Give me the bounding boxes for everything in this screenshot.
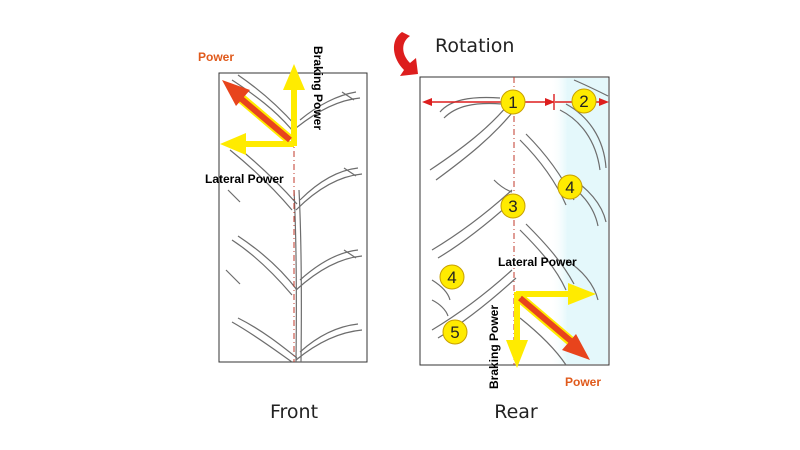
- marker-5: 5: [442, 319, 468, 345]
- rear-width-arrowhead-left: [422, 98, 432, 106]
- rear-power-arrowhead: [562, 334, 590, 360]
- marker-1-text: 1: [508, 93, 517, 112]
- front-force-arrows: [220, 64, 305, 155]
- front-tire-panel: Power Braking Power Lateral Power Front: [198, 46, 368, 423]
- rear-force-arrows: [506, 283, 596, 368]
- rear-shoulder-highlight: [550, 78, 608, 364]
- rear-markers: 1 2 3 4 4 5: [439, 88, 597, 345]
- rear-width-arrowhead-right: [599, 98, 609, 106]
- front-caption: Front: [270, 401, 318, 423]
- rear-tire-panel: 1 2 3 4 4 5: [419, 76, 610, 423]
- marker-1: 1: [500, 89, 526, 115]
- rear-width-arrowhead-mid: [545, 98, 555, 106]
- front-power-label: Power: [198, 50, 234, 64]
- marker-4-left-text: 4: [447, 268, 456, 287]
- marker-3-text: 3: [508, 197, 517, 216]
- front-power-arrowhead: [222, 80, 250, 106]
- rotation-arrow-icon: [393, 32, 418, 76]
- rear-power-label: Power: [565, 375, 601, 389]
- front-braking-label: Braking Power: [311, 46, 325, 130]
- front-lateral-arrowhead: [220, 133, 246, 155]
- rear-caption: Rear: [494, 401, 538, 423]
- rotation-indicator: Rotation: [393, 32, 514, 76]
- front-lateral-label: Lateral Power: [205, 172, 284, 186]
- rear-lateral-arrowhead: [568, 283, 596, 305]
- rotation-label: Rotation: [435, 35, 514, 57]
- rear-lateral-label: Lateral Power: [498, 255, 577, 269]
- front-tread-pattern: [225, 73, 363, 362]
- front-braking-arrowhead: [283, 64, 305, 90]
- rear-power-arrow: [518, 295, 574, 345]
- marker-4-right-text: 4: [565, 178, 574, 197]
- marker-3: 3: [500, 193, 526, 219]
- rear-braking-arrowhead: [506, 340, 528, 368]
- marker-4-left: 4: [439, 264, 465, 290]
- marker-2-text: 2: [579, 92, 588, 111]
- rear-braking-label: Braking Power: [487, 305, 501, 389]
- marker-2: 2: [571, 88, 597, 114]
- marker-4-right: 4: [557, 174, 583, 200]
- marker-5-text: 5: [450, 323, 459, 342]
- front-power-arrow: [236, 93, 292, 143]
